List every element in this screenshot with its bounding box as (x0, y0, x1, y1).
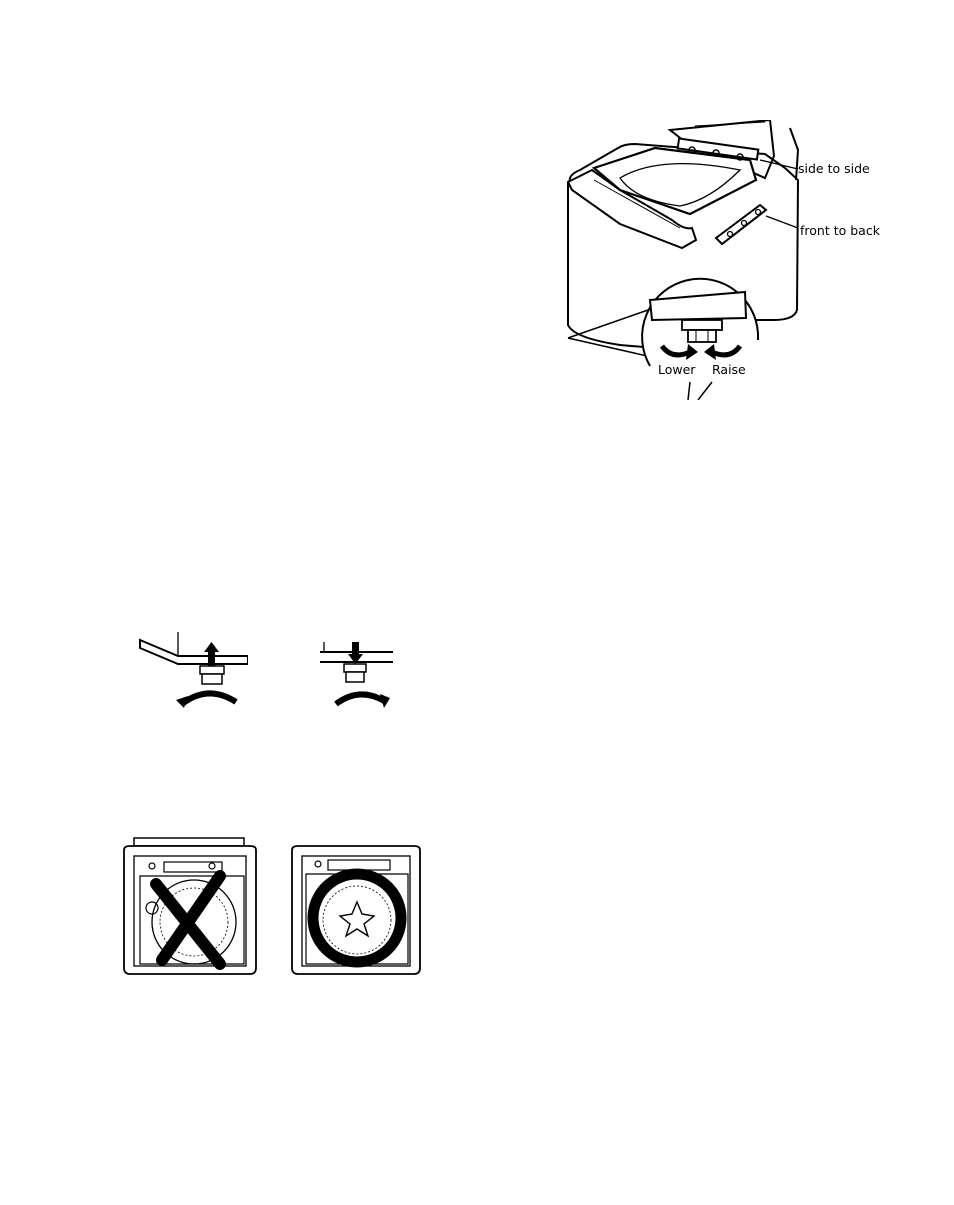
label-lower: Lower (658, 362, 696, 377)
foot-raise-drawing (138, 630, 248, 710)
tub-incorrect-illustration (120, 836, 260, 976)
foot-raise-illustration (138, 630, 248, 710)
tub-correct-illustration (288, 840, 424, 976)
label-raise: Raise (712, 362, 746, 377)
foot-lower-drawing (318, 640, 393, 710)
washer-leveling-drawing: side to side front to back Lower Raise (560, 120, 890, 400)
washer-leveling-illustration: side to side front to back Lower Raise (560, 120, 890, 400)
label-side-to-side: side to side (798, 161, 870, 176)
label-front-to-back: front to back (800, 223, 881, 238)
tub-incorrect-drawing (120, 836, 260, 976)
foot-lower-illustration (318, 640, 393, 710)
tub-correct-drawing (288, 840, 424, 976)
